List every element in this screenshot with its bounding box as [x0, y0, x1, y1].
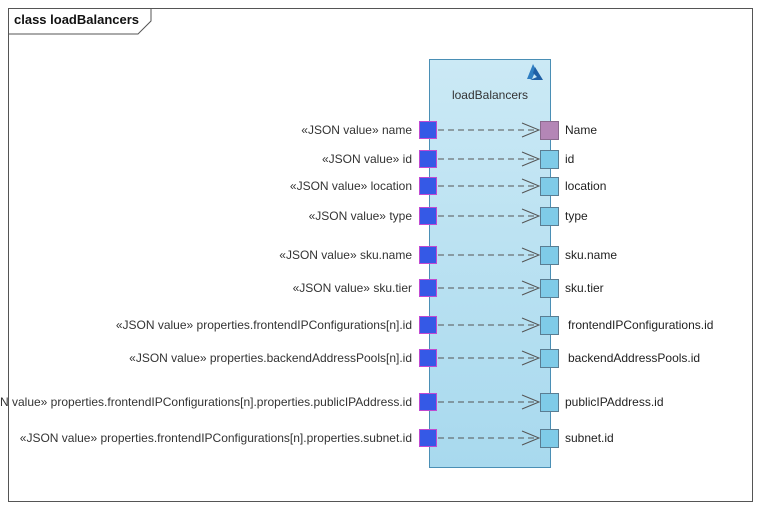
source-port[interactable]: [419, 349, 437, 367]
target-port[interactable]: [540, 207, 559, 226]
source-port[interactable]: [419, 429, 437, 447]
source-label: «JSON value» sku.name: [279, 248, 412, 262]
target-label: type: [565, 209, 588, 223]
target-label: location: [565, 179, 607, 193]
source-label: «JSON value» properties.frontendIPConfig…: [0, 395, 412, 409]
target-port[interactable]: [540, 177, 559, 196]
target-port[interactable]: [540, 429, 559, 448]
target-port[interactable]: [540, 279, 559, 298]
source-label: «JSON value» type: [308, 209, 412, 223]
target-port[interactable]: [540, 393, 559, 412]
source-port[interactable]: [419, 246, 437, 264]
arrow-head: [521, 394, 541, 410]
arrow-head: [521, 151, 541, 167]
source-label: «JSON value» properties.frontendIPConfig…: [19, 431, 412, 445]
arrow-head: [521, 350, 541, 366]
source-label: «JSON value» properties.backendAddressPo…: [129, 351, 412, 365]
arrow-head: [521, 122, 541, 138]
source-label: «JSON value» properties.frontendIPConfig…: [115, 318, 412, 332]
target-label: frontendIPConfigurations.id: [568, 318, 714, 332]
target-label: sku.tier: [565, 281, 604, 295]
arrow-head: [521, 178, 541, 194]
target-port[interactable]: [540, 150, 559, 169]
target-label: subnet.id: [565, 431, 614, 445]
target-port[interactable]: [540, 349, 559, 368]
source-port[interactable]: [419, 279, 437, 297]
arrow-head: [521, 247, 541, 263]
source-label: «JSON value» location: [289, 179, 412, 193]
target-label: backendAddressPools.id: [568, 351, 701, 365]
arrow-head: [521, 208, 541, 224]
source-port[interactable]: [419, 121, 437, 139]
source-port[interactable]: [419, 316, 437, 334]
frame-title: class loadBalancers: [14, 12, 140, 27]
target-port[interactable]: [540, 121, 559, 140]
arrow-head: [521, 317, 541, 333]
arrow-head: [521, 280, 541, 296]
source-port[interactable]: [419, 177, 437, 195]
source-label: «JSON value» name: [301, 123, 412, 137]
class-name: loadBalancers: [451, 88, 529, 102]
source-port[interactable]: [419, 207, 437, 225]
frame-tab: [8, 8, 152, 35]
azure-logo-icon: [527, 64, 543, 80]
target-label: sku.name: [565, 248, 618, 262]
target-port[interactable]: [540, 316, 559, 335]
target-label: Name: [565, 123, 598, 137]
source-label: «JSON value» id: [321, 152, 412, 166]
target-label: publicIPAddress.id: [565, 395, 664, 409]
diagram-frame: [8, 8, 753, 502]
source-label: «JSON value» sku.tier: [292, 281, 412, 295]
arrow-head: [521, 430, 541, 446]
source-port[interactable]: [419, 393, 437, 411]
source-port[interactable]: [419, 150, 437, 168]
target-port[interactable]: [540, 246, 559, 265]
target-label: id: [565, 152, 575, 166]
